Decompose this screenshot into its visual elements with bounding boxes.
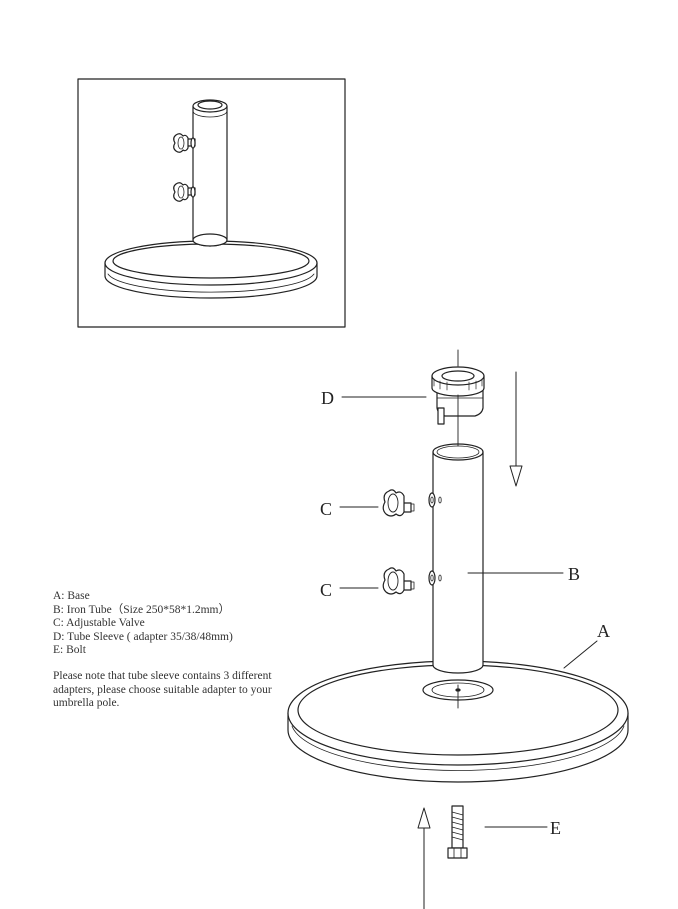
callout-d: D	[321, 388, 334, 408]
assembled-tube	[192, 99, 228, 247]
callout-e: E	[550, 818, 561, 838]
part-d-label: D: Tube Sleeve ( adapter 35/38/48mm)	[53, 630, 233, 643]
assembled-knob-lower	[173, 182, 196, 202]
callout-b: B	[568, 564, 580, 584]
part-e-label: E: Bolt	[53, 644, 86, 657]
leader-line-a	[563, 640, 598, 669]
down-arrow-icon	[509, 371, 523, 487]
callout-a: A	[597, 621, 610, 641]
part-a-label: A: Base	[53, 590, 90, 602]
bolt-part-e	[447, 805, 468, 859]
assembled-knob-upper	[173, 133, 196, 153]
up-arrow-icon	[417, 807, 431, 909]
adapter-note: Please note that tube sleeve contains 3 …	[53, 670, 272, 710]
parts-list: A: Base B: Iron Tube（Size 250*58*1.2mm） …	[53, 590, 233, 658]
part-c-label: C: Adjustable Valve	[53, 617, 145, 630]
adjustable-valve-upper	[382, 489, 436, 517]
assembled-stand-illustration	[104, 99, 318, 299]
tube-sleeve-part-d	[431, 366, 485, 425]
base-part-a	[287, 660, 629, 783]
assembled-view-frame	[77, 78, 346, 328]
iron-tube-part-b	[432, 443, 484, 674]
adjustable-valve-lower	[382, 567, 436, 595]
part-b-label: B: Iron Tube（Size 250*58*1.2mm）	[53, 603, 230, 616]
callout-c-upper: C	[320, 499, 332, 519]
assembled-base	[104, 240, 318, 299]
callout-c-lower: C	[320, 580, 332, 600]
